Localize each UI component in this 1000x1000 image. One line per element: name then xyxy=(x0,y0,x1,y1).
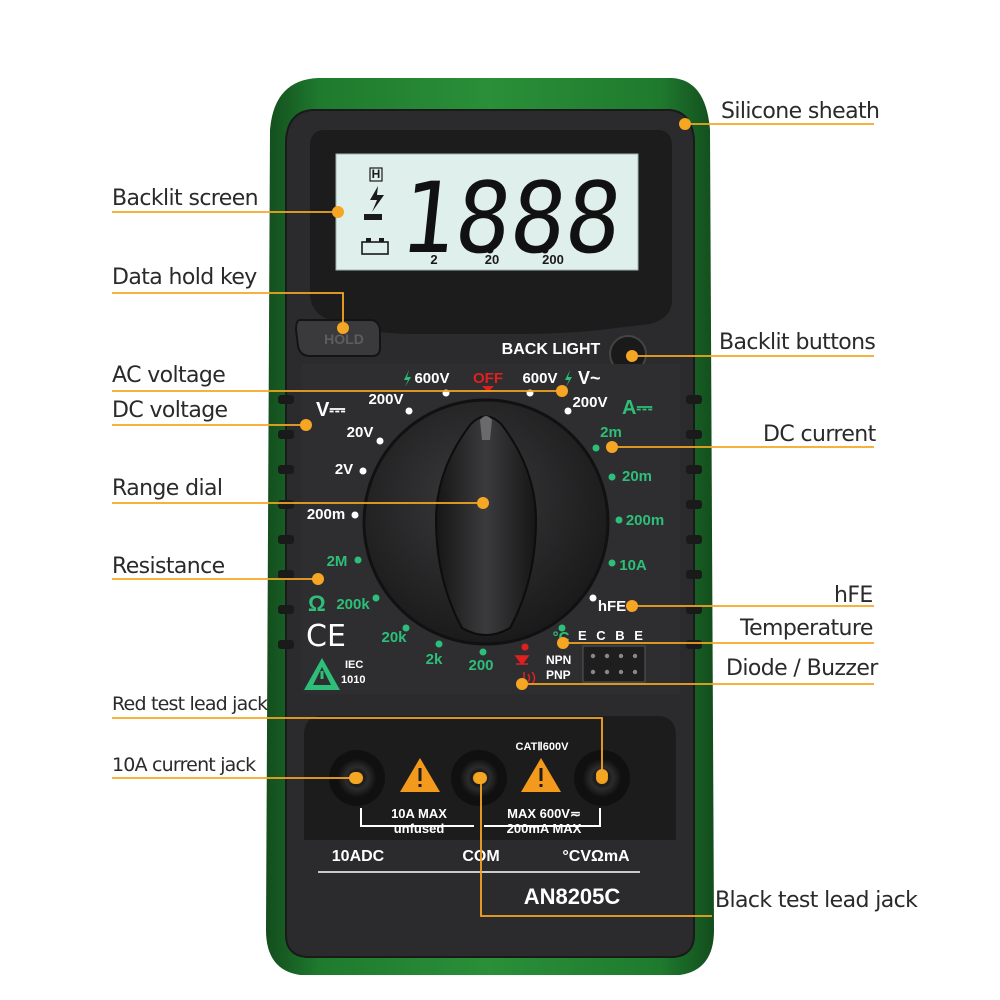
dca-symbol: A⎓ xyxy=(622,397,652,419)
hold-indicator: H xyxy=(372,167,381,181)
lcd-range-mark: 20 xyxy=(485,252,499,267)
dca-200m-label: 200m xyxy=(626,512,664,529)
ohm-200k-label: 200k xyxy=(336,596,370,613)
transistor-socket: E C B E NPN PNP xyxy=(546,628,646,683)
callout-diode-buzzer: Diode / Buzzer xyxy=(726,656,878,681)
off-marker xyxy=(482,386,494,392)
iec-label: IEC xyxy=(345,659,363,671)
callout-hfe: hFE xyxy=(834,583,873,608)
iec-number: 1010 xyxy=(341,674,365,686)
dcv-symbol: V⎓ xyxy=(316,399,345,421)
acv-symbol: V~ xyxy=(578,368,601,388)
dcv-600-label: 600V xyxy=(414,370,449,387)
callout-resistance: Resistance xyxy=(112,554,225,579)
dcv-2-label: 2V xyxy=(335,461,353,478)
hold-indicator-box xyxy=(369,167,383,182)
dca-20m-label: 20m xyxy=(622,468,652,485)
dcv-200m-label: 200m xyxy=(307,506,345,523)
npn-label: NPN xyxy=(546,653,571,667)
dcv-20-label: 20V xyxy=(347,424,374,441)
warning-brackets xyxy=(360,808,601,827)
negative-sign xyxy=(364,214,382,220)
diode-icon xyxy=(514,655,530,666)
acv-600-label: 600V xyxy=(522,370,557,387)
category-rating: CATⅡ600V xyxy=(516,741,570,753)
ohm-200-label: 200 xyxy=(468,657,493,674)
lcd-range-mark: 2 xyxy=(430,252,437,267)
callout-dc-current: DC current xyxy=(763,422,876,447)
hfe-label: hFE xyxy=(598,598,626,615)
acv-hv-icon xyxy=(565,370,572,387)
warning-icon-right xyxy=(521,758,561,792)
range-dial[interactable] xyxy=(362,398,610,646)
dca-10a-label: 10A xyxy=(619,557,647,574)
dial-markings: OFF 600V 600V V~ 200V 200V V⎓ A⎓ 20V 2m … xyxy=(307,368,664,685)
callout-dc-voltage: DC voltage xyxy=(112,398,228,423)
callout-dots xyxy=(300,118,691,784)
ohm-symbol: Ω xyxy=(308,591,326,616)
pnp-label: PNP xyxy=(546,668,571,682)
off-label: OFF xyxy=(473,370,503,387)
callout-range-dial: Range dial xyxy=(112,476,223,501)
dca-2m-label: 2m xyxy=(600,424,622,441)
dcv-hv-icon xyxy=(404,370,411,387)
callout-backlit-buttons: Backlit buttons xyxy=(719,330,876,355)
model-number: AN8205C xyxy=(524,884,621,909)
lcd-reading: 1888 xyxy=(395,162,627,276)
ohm-20k-label: 20k xyxy=(381,629,407,646)
right-warning-line2: 200mA MAX xyxy=(507,821,582,836)
ce-mark: CE xyxy=(306,619,346,654)
left-warning-line1: 10A MAX xyxy=(391,806,447,821)
high-voltage-indicator xyxy=(370,186,384,212)
warning-icon-left xyxy=(400,758,440,792)
callout-silicone-sheath: Silicone sheath xyxy=(721,99,880,124)
lcd-decimal-2 xyxy=(541,246,549,254)
callout-data-hold-key: Data hold key xyxy=(112,265,257,290)
ohm-2m-label: 2M xyxy=(327,553,348,570)
lcd-range-marks: 2 20 200 xyxy=(430,252,563,267)
hold-button-label: HOLD xyxy=(324,331,364,347)
hold-button[interactable] xyxy=(294,319,381,357)
jack-label-10adc: 10ADC xyxy=(332,848,385,865)
right-warning-line1: MAX 600V≂ xyxy=(507,806,581,821)
dial-grip xyxy=(434,415,538,636)
side-grip-ribs xyxy=(278,395,702,649)
lcd-decimal-1 xyxy=(486,246,494,254)
callout-backlit-screen: Backlit screen xyxy=(112,186,259,211)
warning-triangle-icon xyxy=(304,658,340,690)
dial-pointer xyxy=(480,416,492,440)
callout-ac-voltage: AC voltage xyxy=(112,363,226,388)
ohm-2k-label: 2k xyxy=(426,651,443,668)
callout-10a-current-jack: 10A current jack xyxy=(112,754,256,776)
callout-temperature: Temperature xyxy=(740,616,873,641)
acv-200-label: 200V xyxy=(572,394,607,411)
left-warning-line2: unfused xyxy=(394,821,445,836)
jack-label-vohm: °CVΩmA xyxy=(562,848,630,865)
callout-black-test-lead-jack: Black test lead jack xyxy=(715,888,918,913)
callout-red-test-lead-jack: Red test lead jack xyxy=(112,693,268,715)
battery-icon xyxy=(361,238,389,255)
lcd-range-mark: 200 xyxy=(542,252,564,267)
backlight-label: BACK LIGHT xyxy=(502,341,601,358)
socket-pins-label: E C B E xyxy=(578,628,646,643)
leader-lines xyxy=(112,123,874,917)
dcv-200-label: 200V xyxy=(368,391,403,408)
